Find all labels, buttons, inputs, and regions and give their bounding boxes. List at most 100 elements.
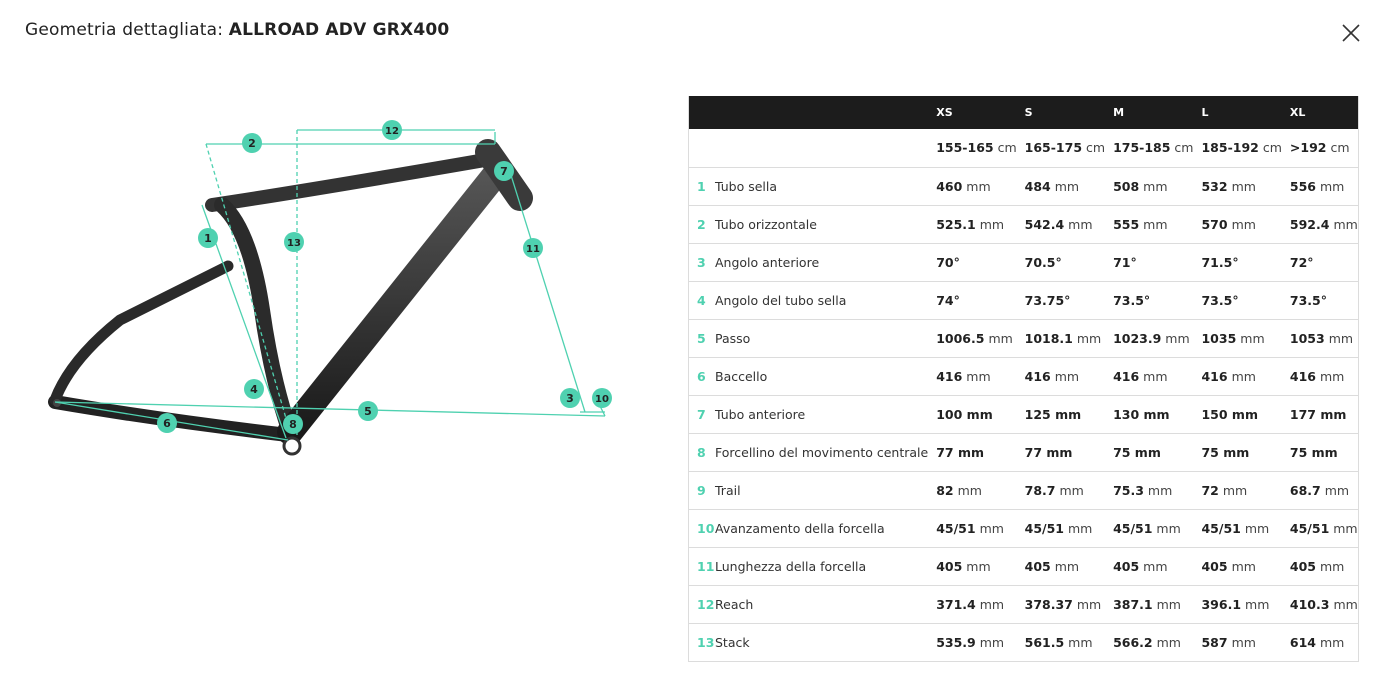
size-header-row: XS S M L XL (688, 96, 1359, 129)
row-number: 2 (697, 216, 706, 232)
table-cell: 614 mm (1289, 634, 1345, 650)
table-cell: 405 mm (1201, 558, 1256, 574)
table-cell: 396.1 mm (1201, 596, 1270, 612)
svg-text:12: 12 (385, 126, 399, 137)
table-cell (689, 129, 929, 167)
row-number: 1 (697, 178, 706, 194)
row-label-text: Passo (715, 330, 751, 346)
table-cell: 75 mm (1201, 444, 1250, 460)
table-cell: 405 mm (1024, 558, 1080, 574)
table-cell: 75 mm (1289, 444, 1338, 460)
table-cell: 1053 mm (1289, 330, 1354, 346)
table-cell: 561.5 mm (1024, 634, 1093, 650)
title-prefix: Geometria dettagliata: (25, 20, 229, 40)
svg-text:11: 11 (526, 244, 540, 255)
table-cell: 68.7 mm (1289, 482, 1350, 498)
table-cell: 155-165 cm (936, 140, 1017, 156)
table-cell: 125 mm (1024, 406, 1082, 422)
row-label: 5 Passo (689, 319, 929, 357)
table-cell: 556 mm (1289, 178, 1345, 194)
table-cell: 77 mm (1024, 444, 1073, 460)
close-icon[interactable] (1340, 22, 1362, 44)
table-cell: 175-185 cm (1113, 140, 1194, 156)
table-cell: 378.37 mm (1024, 596, 1102, 612)
table-cell: 371.4 mm (936, 596, 1005, 612)
size-header-xl: XL (1289, 106, 1306, 119)
row-label: 13Stack (689, 623, 929, 661)
svg-text:3: 3 (566, 392, 574, 405)
row-label: 12Reach (689, 585, 929, 623)
row-label-text: Stack (715, 634, 750, 650)
table-cell: 405 mm (1289, 558, 1345, 574)
row-label: 11Lunghezza della forcella (689, 547, 929, 585)
table-cell: 72 mm (1201, 482, 1248, 498)
row-label-text: Trail (715, 482, 741, 498)
svg-text:13: 13 (287, 238, 301, 249)
table-cell: 416 mm (1024, 368, 1080, 384)
rider-height-row: 155-165 cm 165-175 cm 175-185 cm 185-192… (688, 129, 1359, 167)
table-cell: 73.75° (1024, 292, 1071, 308)
table-cell: 75.3 mm (1113, 482, 1173, 498)
row-label: 9 Trail (689, 471, 929, 509)
table-cell: 45/51 mm (936, 520, 1004, 536)
row-number: 5 (697, 330, 706, 346)
row-label: 3 Angolo anteriore (689, 243, 929, 281)
table-cell: 484 mm (1024, 178, 1080, 194)
svg-text:8: 8 (289, 418, 297, 431)
table-cell: 416 mm (936, 368, 991, 384)
svg-text:4: 4 (250, 383, 258, 396)
row-number: 3 (697, 254, 706, 270)
row-label-text: Lunghezza della forcella (715, 558, 867, 574)
table-cell: 535.9 mm (936, 634, 1005, 650)
badge-13: 13 (284, 232, 304, 252)
table-cell: 45/51 mm (1113, 520, 1181, 536)
table-cell: 410.3 mm (1289, 596, 1358, 612)
badge-10: 10 (592, 388, 612, 408)
bike-frame-diagram: 1 2 3 4 5 6 7 8 10 11 12 13 (48, 120, 612, 456)
row-number: 11 (697, 558, 715, 574)
table-cell: 460 mm (936, 178, 991, 194)
row-label-text: Angolo anteriore (715, 254, 820, 270)
table-cell: 1035 mm (1201, 330, 1265, 346)
table-cell: 185-192 cm (1201, 140, 1282, 156)
size-header-m: M (1113, 106, 1125, 119)
row-number: 9 (697, 482, 706, 498)
title-model-name: ALLROAD ADV GRX400 (228, 20, 450, 40)
table-cell: 70.5° (1024, 254, 1062, 270)
badge-3: 3 (560, 388, 580, 408)
table-cell: 73.5° (1201, 292, 1239, 308)
row-label-text: Forcellino del movimento centrale (715, 444, 929, 460)
table-cell: 405 mm (936, 558, 991, 574)
table-cell: 165-175 cm (1024, 140, 1106, 156)
table-cell: 73.5° (1113, 292, 1151, 308)
badge-6: 6 (157, 413, 177, 433)
table-cell: 405 mm (1113, 558, 1168, 574)
table-cell: 72° (1289, 254, 1314, 270)
row-label-text: Tubo orizzontale (715, 216, 817, 232)
table-cell: 532 mm (1201, 178, 1256, 194)
table-cell: 416 mm (1289, 368, 1345, 384)
row-label: 8 Forcellino del movimento centrale (689, 433, 929, 471)
table-cell: 566.2 mm (1113, 634, 1181, 650)
table-cell: 71° (1113, 254, 1137, 270)
svg-text:10: 10 (595, 394, 609, 405)
table-cell: 45/51 mm (1024, 520, 1093, 536)
table-cell: 150 mm (1201, 406, 1258, 422)
row-number: 4 (697, 292, 706, 308)
row-label-text: Baccello (715, 368, 768, 384)
page-title: Geometria dettagliata: ALLROAD ADV GRX40… (25, 20, 449, 40)
table-cell: 71.5° (1201, 254, 1239, 270)
row-number: 8 (697, 444, 706, 460)
table-cell: 45/51 mm (1201, 520, 1270, 536)
svg-text:7: 7 (500, 165, 508, 178)
